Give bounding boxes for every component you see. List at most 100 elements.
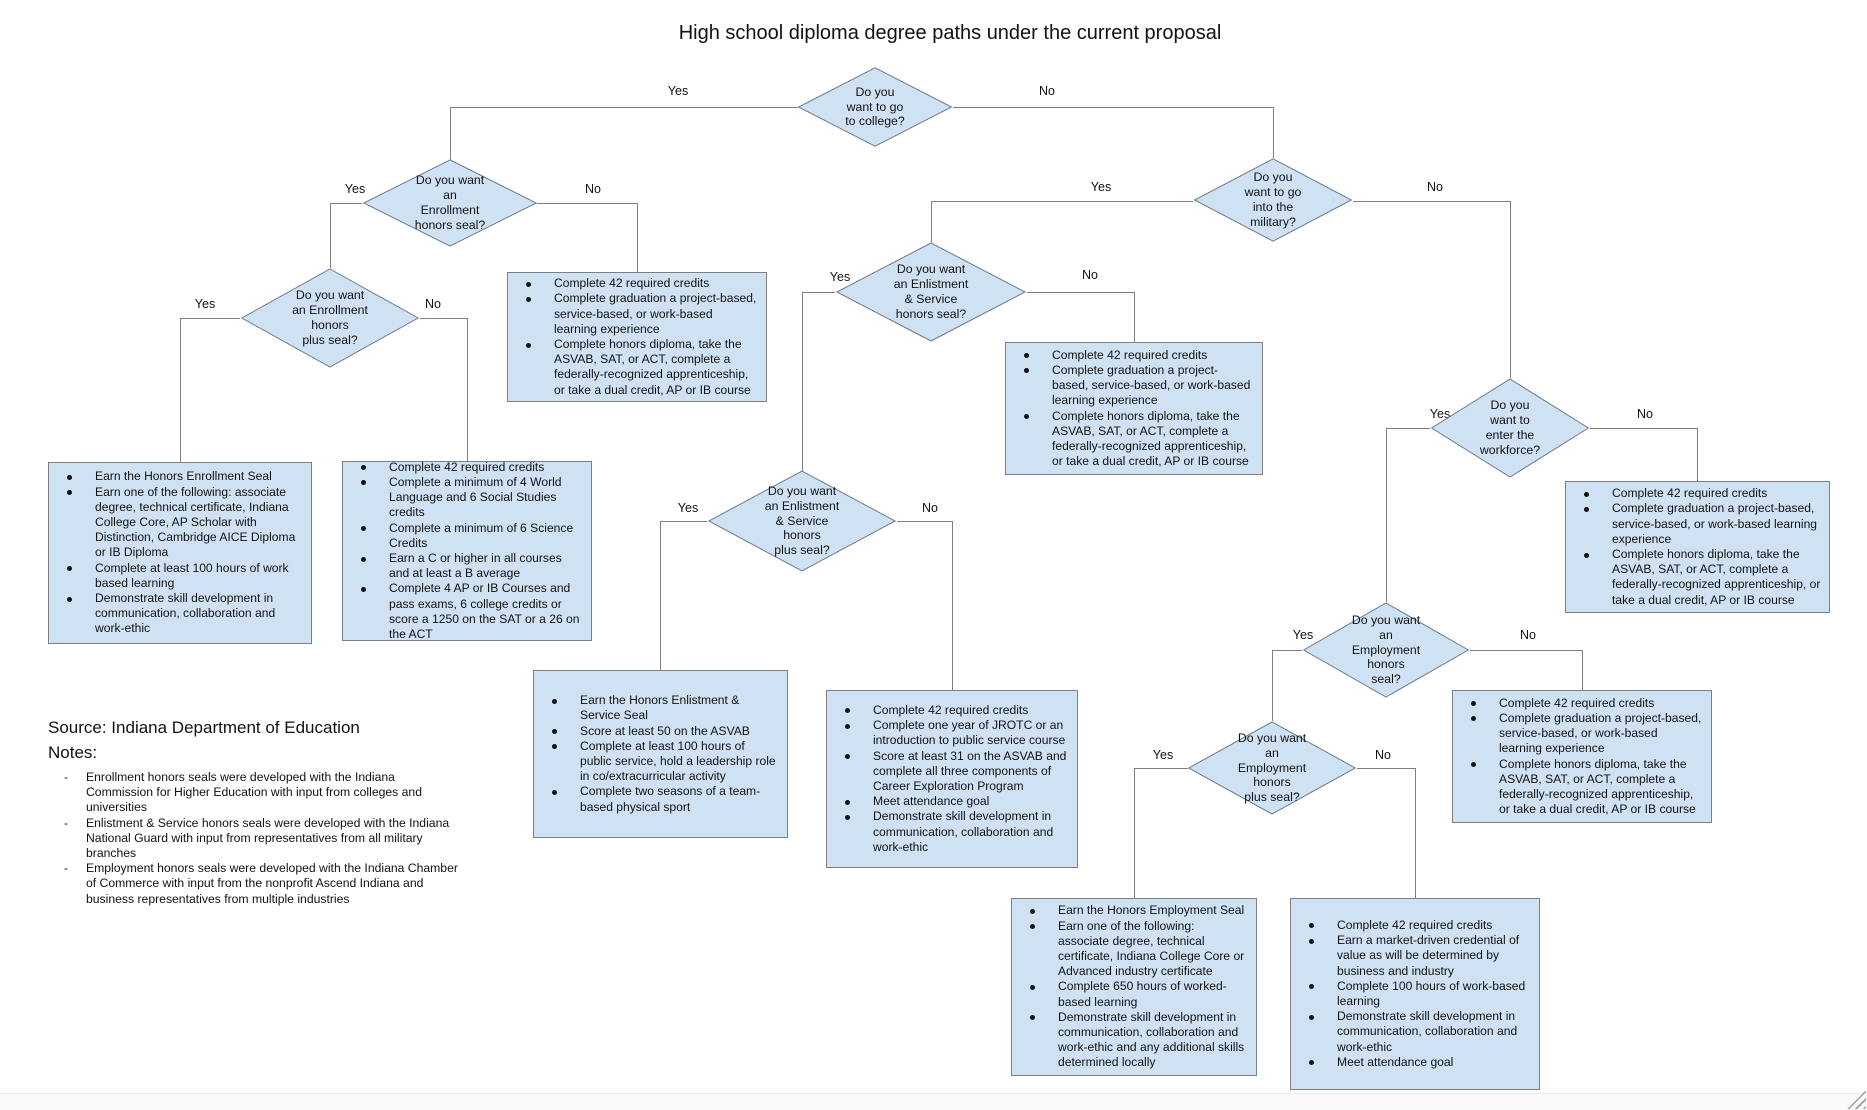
outcome-list: Earn the Honors Enlistment & Service Sea… <box>534 691 787 817</box>
edge-no-workforce: No <box>1637 407 1653 421</box>
outcome-item: Complete graduation a project-based, ser… <box>508 291 758 337</box>
note-item: Enrollment honors seals were developed w… <box>62 770 464 816</box>
connector <box>637 203 638 272</box>
decision-employment-plus-seal-label: Do you want an Employment honors plus se… <box>1237 731 1307 805</box>
outcome-item: Meet attendance goal <box>827 794 1069 809</box>
connector <box>180 318 181 462</box>
decision-college: Do you want to go to college? <box>797 67 953 147</box>
edge-yes-college: Yes <box>667 84 689 98</box>
connector <box>467 318 468 461</box>
connector <box>897 521 952 522</box>
connector <box>1415 768 1416 898</box>
outcome-list: Complete 42 required credits Complete a … <box>343 458 591 644</box>
decision-enlistment-seal-label: Do you want an Enlistment & Service hono… <box>893 262 969 321</box>
connector <box>1582 650 1583 690</box>
outcome-employment-plus-no-box: Complete 42 required credits Earn a mark… <box>1290 898 1540 1090</box>
diamond-shape <box>1193 158 1353 242</box>
edge-yes-employment-plus: Yes <box>1152 748 1174 762</box>
outcome-item: Earn the Honors Employment Seal <box>1012 903 1248 918</box>
connector <box>802 292 835 293</box>
connector <box>1134 768 1188 769</box>
connector <box>420 318 467 319</box>
connector <box>1470 650 1582 651</box>
outcome-list: Complete 42 required credits Complete gr… <box>1006 346 1262 472</box>
connector <box>1027 292 1134 293</box>
outcome-item: Complete at least 100 hours of work base… <box>49 561 303 591</box>
connector <box>1353 201 1510 202</box>
notes-list: Enrollment honors seals were developed w… <box>62 770 464 907</box>
outcome-enrollment-plus-no-box: Complete 42 required credits Complete a … <box>342 458 592 644</box>
outcome-item: Complete 42 required credits <box>1566 486 1821 501</box>
outcome-employment-plus-yes-box: Earn the Honors Employment Seal Earn one… <box>1011 898 1257 1076</box>
edge-no-enrollment-seal: No <box>585 182 601 196</box>
bottom-scroll-area <box>0 1093 1867 1110</box>
outcome-item: Complete graduation a project-based, ser… <box>1006 363 1254 409</box>
outcome-list: Complete 42 required credits Complete gr… <box>1453 694 1711 820</box>
outcome-list: Complete 42 required credits Earn a mark… <box>1291 916 1539 1072</box>
diamond-shape <box>1430 378 1590 478</box>
outcome-item: Demonstrate skill development in communi… <box>827 809 1069 855</box>
outcome-item: Score at least 31 on the ASVAB and compl… <box>827 749 1069 795</box>
connector <box>953 107 1273 108</box>
edge-no-employment-seal: No <box>1520 628 1536 642</box>
connector <box>330 203 362 204</box>
decision-military-label: Do you want to go into the military? <box>1244 170 1302 229</box>
outcome-item: Demonstrate skill development in communi… <box>49 591 303 637</box>
edge-no-employment-plus: No <box>1375 748 1391 762</box>
decision-workforce-label: Do you want to enter the workforce? <box>1479 398 1541 457</box>
connector <box>1697 428 1698 481</box>
edge-no-military: No <box>1427 180 1443 194</box>
outcome-list: Complete 42 required credits Complete gr… <box>1566 484 1829 610</box>
connector <box>537 203 637 204</box>
diamond-shape <box>707 470 897 572</box>
decision-enlistment-plus-seal-label: Do you want an Enlistment & Service hono… <box>764 484 840 558</box>
edge-no-enlistment-seal: No <box>1082 268 1098 282</box>
outcome-item: Earn the Honors Enlistment & Service Sea… <box>534 693 779 723</box>
outcome-item: Complete 42 required credits <box>1291 918 1531 933</box>
diamond-shape <box>797 67 953 147</box>
outcome-item: Complete one year of JROTC or an introdu… <box>827 718 1069 748</box>
decision-military: Do you want to go into the military? <box>1193 158 1353 242</box>
edge-no-enlistment-plus: No <box>922 501 938 515</box>
connector <box>1386 428 1430 429</box>
outcome-item: Earn a market-driven credential of value… <box>1291 933 1531 979</box>
diamond-shape <box>1187 721 1357 815</box>
connector <box>1273 107 1274 158</box>
outcome-item: Complete honors diploma, take the ASVAB,… <box>508 337 758 398</box>
outcome-list: Earn the Honors Enrollment Seal Earn one… <box>49 467 311 638</box>
outcome-workforce-no-box: Complete 42 required credits Complete gr… <box>1565 481 1830 613</box>
outcome-item: Complete at least 100 hours of public se… <box>534 739 779 785</box>
outcome-item: Demonstrate skill development in communi… <box>1291 1009 1531 1055</box>
connector <box>180 318 240 319</box>
edge-yes-enrollment-plus: Yes <box>194 297 216 311</box>
connector <box>450 107 798 108</box>
edge-yes-enlistment-plus: Yes <box>677 501 699 515</box>
connector <box>330 203 331 268</box>
outcome-item: Complete 100 hours of work-based learnin… <box>1291 979 1531 1009</box>
outcome-item: Earn a C or higher in all courses and at… <box>343 551 583 581</box>
decision-employment-plus-seal: Do you want an Employment honors plus se… <box>1187 721 1357 815</box>
connector <box>952 521 953 690</box>
decision-enlistment-plus-seal: Do you want an Enlistment & Service hono… <box>707 470 897 572</box>
note-item: Employment honors seals were developed w… <box>62 861 464 907</box>
outcome-enlistment-no-box: Complete 42 required credits Complete gr… <box>1005 342 1263 475</box>
outcome-item: Meet attendance goal <box>1291 1055 1531 1070</box>
outcome-item: Complete graduation a project-based, ser… <box>1566 501 1821 547</box>
outcome-item: Complete a minimum of 6 Science Credits <box>343 521 583 551</box>
decision-enrollment-seal-label: Do you want an Enrollment honors seal? <box>414 173 486 232</box>
connector <box>1134 768 1135 898</box>
decision-enrollment-seal: Do you want an Enrollment honors seal? <box>362 159 538 247</box>
outcome-item: Earn one of the following: associate deg… <box>49 485 303 561</box>
decision-employment-seal: Do you want an Employment honors seal? <box>1302 602 1470 698</box>
outcome-item: Complete a minimum of 4 World Language a… <box>343 475 583 521</box>
edge-yes-enlistment-seal: Yes <box>829 270 851 284</box>
outcome-item: Earn the Honors Enrollment Seal <box>49 469 303 484</box>
connector <box>1510 201 1511 378</box>
outcome-item: Complete 650 hours of worked-based learn… <box>1012 979 1248 1009</box>
edge-yes-military: Yes <box>1090 180 1112 194</box>
decision-employment-seal-label: Do you want an Employment honors seal? <box>1351 613 1421 687</box>
connector <box>802 292 803 471</box>
diamond-shape <box>240 268 420 368</box>
connector <box>1590 428 1697 429</box>
